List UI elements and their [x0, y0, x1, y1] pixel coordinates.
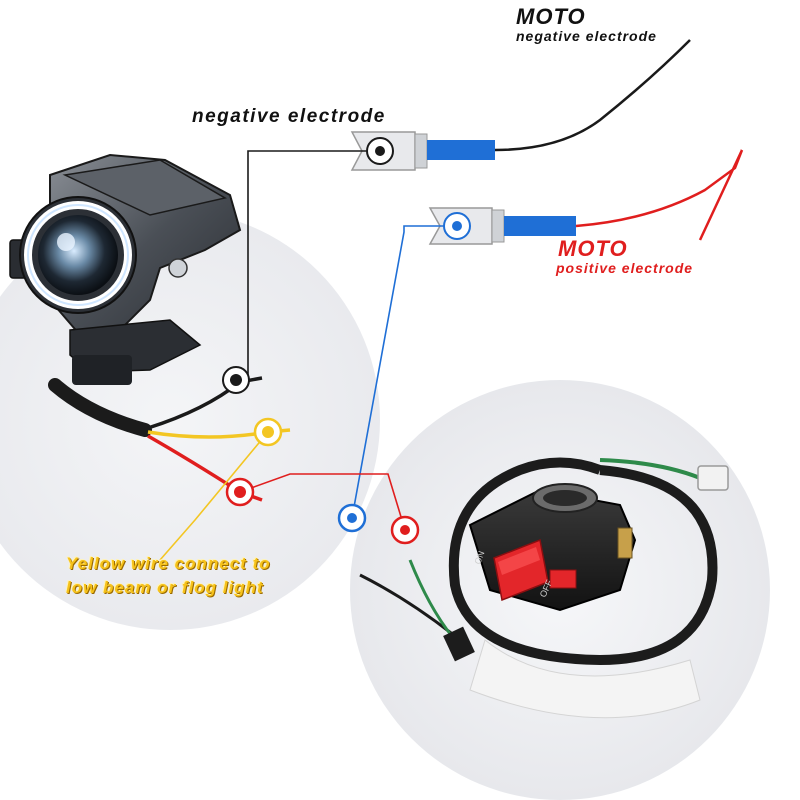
positive-connection-line	[351, 225, 457, 519]
positive-connector-marker	[443, 212, 471, 240]
positive-connector	[428, 207, 576, 245]
lens-highlight	[57, 233, 75, 251]
headlight-unit	[9, 153, 242, 385]
yellow-connection-line	[159, 431, 269, 561]
headlight-housing-top	[62, 159, 228, 216]
moto-positive-title: MOTO	[558, 236, 628, 261]
switch-plug	[697, 465, 729, 491]
yellow-wire-note-line-1: Yellow wire connect to	[66, 554, 271, 573]
negative-electrode-label: negative electrode	[192, 106, 386, 127]
switch-wire-sheath	[443, 626, 475, 662]
moto-negative-wire	[494, 39, 691, 152]
headlight-main-cable	[48, 378, 152, 437]
negative-connector-marker	[366, 137, 394, 165]
headlight-lens	[38, 215, 118, 295]
yellow-wire-note-line-2: low beam or flog light	[66, 578, 264, 597]
switch-green-wire	[599, 458, 701, 480]
headlight-yellow-marker	[253, 417, 283, 447]
red-connection-line	[239, 473, 406, 531]
switch-unit: ON OFF	[359, 457, 729, 719]
switch-red-marker	[390, 515, 420, 545]
headlight-black-marker	[222, 366, 250, 394]
halo-ring-glow	[27, 204, 129, 306]
negative-sleeve	[427, 140, 495, 160]
mount-bolt	[168, 258, 188, 278]
white-support-piece	[469, 639, 701, 719]
moto-positive-subtitle: positive electrode	[556, 260, 694, 276]
headlight-red-marker	[225, 477, 255, 507]
moto-negative-subtitle: negative electrode	[516, 28, 657, 44]
switch-blue-marker	[337, 503, 367, 533]
switch-cable-loop	[448, 457, 718, 666]
headlight-foot	[72, 355, 132, 385]
positive-sleeve	[504, 216, 576, 236]
moto-negative-title: MOTO	[516, 4, 586, 29]
switch-on-label: ON	[472, 550, 486, 566]
switch-terminals	[617, 527, 633, 559]
moto-positive-wire	[575, 149, 744, 241]
